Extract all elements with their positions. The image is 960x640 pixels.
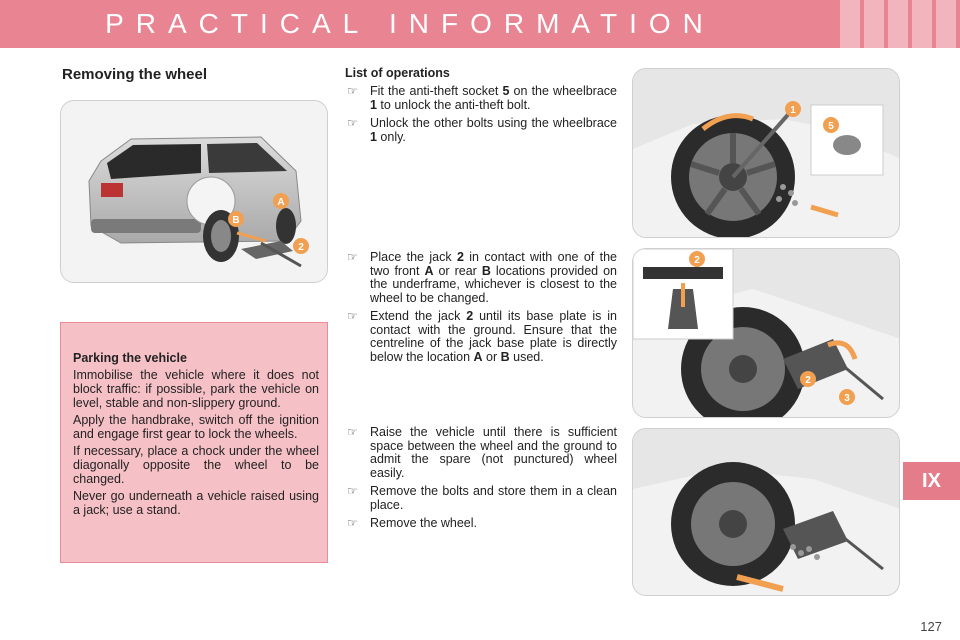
hand-pointer-icon: ☞ xyxy=(347,516,358,530)
hand-pointer-icon: ☞ xyxy=(347,484,358,498)
page-number: 127 xyxy=(920,619,942,634)
label-2: 2 xyxy=(694,255,700,266)
car-jack-illustration: A B 2 xyxy=(60,100,328,283)
parking-paragraph: Immobilise the vehicle where it does not… xyxy=(73,368,319,410)
operation-item: ☞Remove the bolts and store them in a cl… xyxy=(347,484,617,512)
label-2b: 2 xyxy=(805,375,811,386)
hand-pointer-icon: ☞ xyxy=(347,250,358,264)
operations-list-2: ☞Place the jack 2 in contact with one of… xyxy=(345,250,618,369)
header-stripe xyxy=(936,0,956,48)
label-B: B xyxy=(232,215,239,226)
operation-item: ☞Remove the wheel. xyxy=(347,516,478,530)
header-stripes xyxy=(830,0,960,48)
operations-heading: List of operations xyxy=(345,66,450,80)
operations-list-3: ☞Raise the vehicle until there is suffic… xyxy=(345,425,617,536)
operations-list-1: ☞Fit the anti-theft socket 5 on the whee… xyxy=(345,84,617,149)
operation-item: ☞Extend the jack 2 until its base plate … xyxy=(347,309,617,364)
label-3: 3 xyxy=(844,393,850,404)
header-stripe xyxy=(864,0,884,48)
label-1: 1 xyxy=(790,105,796,116)
operation-item: ☞Fit the anti-theft socket 5 on the whee… xyxy=(347,84,617,112)
header-stripe xyxy=(840,0,860,48)
section-heading: Removing the wheel xyxy=(62,66,208,83)
hand-pointer-icon: ☞ xyxy=(347,425,358,439)
hand-pointer-icon: ☞ xyxy=(347,116,358,130)
page-title: PRACTICAL INFORMATION xyxy=(105,8,715,39)
operation-item: ☞Place the jack 2 in contact with one of… xyxy=(347,250,618,305)
parking-paragraph: Apply the handbrake, switch off the igni… xyxy=(73,413,319,441)
parking-info-box: Parking the vehicle Immobilise the vehic… xyxy=(60,322,328,563)
wheel-removal-illustration xyxy=(632,428,900,596)
label-2: 2 xyxy=(298,242,304,253)
label-A: A xyxy=(277,197,284,208)
car-drawing: A B 2 xyxy=(88,136,309,268)
hand-pointer-icon: ☞ xyxy=(347,84,358,98)
header-stripe xyxy=(912,0,932,48)
operation-item: ☞Raise the vehicle until there is suffic… xyxy=(347,425,617,480)
parking-paragraph: If necessary, place a chock under the wh… xyxy=(73,444,319,486)
jack-placement-illustration: 2 2 3 xyxy=(632,248,900,418)
page-header: PRACTICAL INFORMATION xyxy=(0,0,960,48)
parking-paragraph: Never go underneath a vehicle raised usi… xyxy=(73,489,319,517)
hand-pointer-icon: ☞ xyxy=(347,309,358,323)
header-stripe xyxy=(888,0,908,48)
parking-title: Parking the vehicle xyxy=(73,351,187,365)
operation-item: ☞Unlock the other bolts using the wheelb… xyxy=(347,116,617,144)
chapter-tab[interactable]: IX xyxy=(903,462,960,500)
wheelbrace-illustration: 1 5 xyxy=(632,68,900,238)
label-5: 5 xyxy=(828,121,834,132)
